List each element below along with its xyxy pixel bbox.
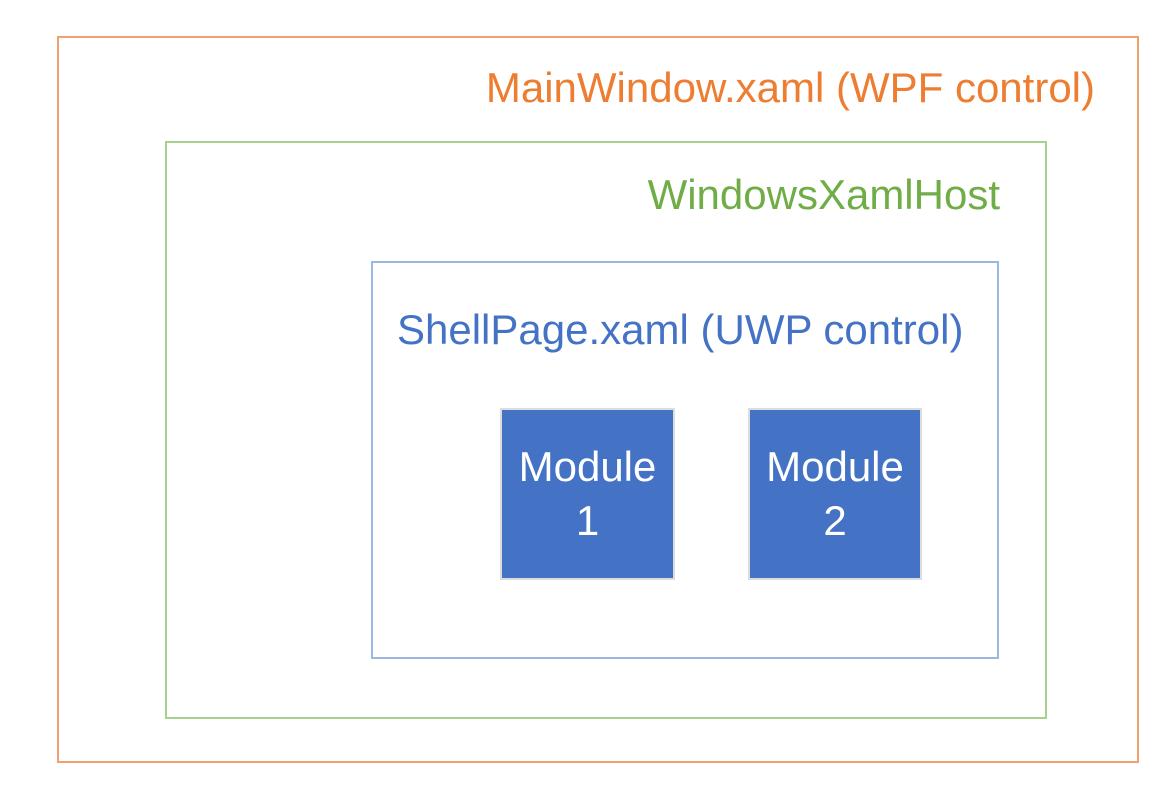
mainwindow-label: MainWindow.xaml (WPF control)	[485, 64, 1095, 111]
windowsxamlhost-label: WindowsXamlHost	[647, 171, 1000, 218]
module-1-name: Module	[518, 443, 657, 490]
windowsxamlhost-box: WindowsXamlHost ShellPage.xaml (UWP cont…	[165, 141, 1047, 719]
module-1-box: Module 1	[500, 408, 675, 580]
module-2-box: Module 2	[748, 408, 922, 580]
shellpage-box: ShellPage.xaml (UWP control) Module 1 Mo…	[371, 261, 999, 659]
module-1-number: 1	[575, 497, 600, 544]
module-2-number: 2	[823, 497, 847, 544]
module-2-name: Module	[766, 443, 904, 490]
mainwindow-box: MainWindow.xaml (WPF control) WindowsXam…	[57, 36, 1139, 763]
shellpage-label: ShellPage.xaml (UWP control)	[397, 306, 964, 353]
